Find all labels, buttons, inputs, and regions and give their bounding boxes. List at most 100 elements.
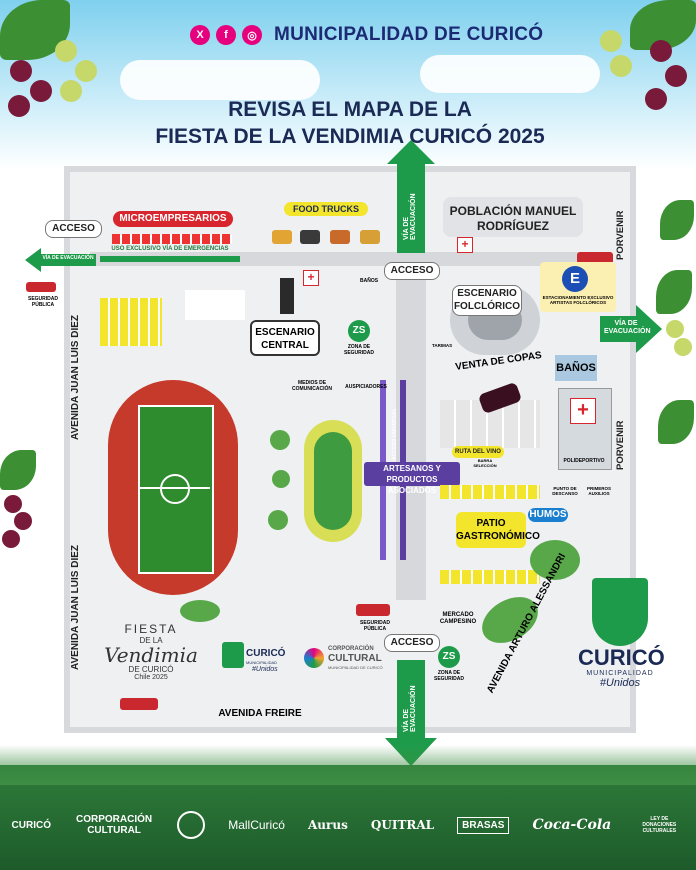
sponsor-mall: MallCuricó	[228, 818, 285, 832]
corp-line: CULTURAL	[328, 653, 382, 664]
stage-block	[280, 278, 294, 314]
tree	[530, 540, 580, 580]
poblacion-label: POBLACIÓN MANUEL RODRÍGUEZ	[449, 204, 577, 233]
sponsor-quitral: QUITRAL	[370, 818, 435, 832]
facebook-icon[interactable]: f	[216, 25, 236, 45]
fiesta-logo-line: FIESTA	[124, 622, 178, 636]
grapes-decoration-top-left	[0, 0, 120, 150]
primeros-auxilios-label: PRIMEROS AUXILIOS	[586, 486, 611, 496]
exit-arrow-bottom-shaft	[397, 660, 425, 740]
sponsor-brasas: BRASAS	[457, 816, 510, 834]
sponsor-aurus: Aurus	[307, 818, 348, 832]
curico-small-tag: #Unidos	[252, 666, 278, 673]
barra-seleccion-label: BARRA SELECCIÓN	[473, 458, 497, 468]
escenario-central-label: ESCENARIO CENTRAL	[250, 320, 320, 356]
corp-line: CORPORACIÓN	[328, 646, 374, 652]
punto-descanso-label: PUNTO DE DESCANSO	[552, 486, 578, 496]
instagram-icon[interactable]: ◎	[242, 25, 262, 45]
estacionamiento-label: ESTACIONAMIENTO EXCLUSIVO ARTISTAS FOLCL…	[542, 295, 614, 305]
humos-label: HUMOS	[528, 508, 568, 522]
sponsors-row: CURICÓ CORPORACIÓN CULTURAL MallCuricó A…	[0, 800, 696, 850]
zona-seguridad-label: ZONA DE SEGURIDAD	[343, 344, 374, 356]
curico-big-logo: CURICÓ MUNICIPALIDAD #Unidos	[578, 578, 665, 718]
artesanos-label: ARTESANOS Y PRODUCTOS ASOCIADOS	[364, 462, 460, 495]
porvenir-mid-label: PORVENIR	[615, 420, 626, 470]
porvenir-top-label: PORVENIR	[615, 210, 626, 260]
exit-arrow-top-shaft	[397, 163, 425, 253]
social-bar: X f ◎ MUNICIPALIDAD DE CURICÓ	[190, 22, 543, 48]
page-title: REVISA EL MAPA DE LA FIESTA DE LA VENDIM…	[140, 96, 560, 150]
acceso-top-label: ACCESO	[384, 262, 440, 280]
curico-shield-icon	[222, 642, 244, 668]
vine-decoration-right	[656, 200, 696, 500]
curico-small-sub: MUNICIPALIDAD	[246, 660, 278, 665]
food-truck-icon	[272, 230, 292, 244]
fiesta-logo-line: DE LA	[139, 636, 163, 645]
seguridad-bottom-label: SEGURIDAD PÚBLICA	[359, 620, 390, 632]
av-freire-label: AVENIDA FREIRE	[218, 708, 302, 719]
acceso-universal-label: ACCESO UNIVERSAL	[392, 408, 398, 460]
field-center-circle	[160, 474, 190, 504]
via-evac-top-label: VÍA DE EVACUACIÓN	[403, 193, 417, 240]
first-aid-icon: +	[303, 270, 319, 286]
police-car-icon	[26, 282, 56, 292]
ruta-vino-label: RUTA DEL VINO	[452, 446, 504, 458]
food-truck-icon	[330, 230, 350, 244]
football-field	[138, 405, 214, 574]
tarimas-label: TARIMAS	[432, 343, 453, 348]
curico-big-text: CURICÓ	[578, 645, 665, 670]
curico-big-tag: #Unidos	[599, 677, 641, 689]
mercado-label: MERCADO CAMPESINO	[439, 612, 477, 625]
microempresarios-stalls	[112, 234, 232, 244]
exit-arrow-right-icon	[636, 305, 662, 353]
acceso-left-label: ACCESO	[45, 220, 102, 238]
top-walkway	[90, 252, 590, 266]
x-icon[interactable]: X	[190, 25, 210, 45]
curico-small-logo: CURICÓ MUNICIPALIDAD #Unidos	[222, 642, 285, 682]
curico-big-shield-icon	[592, 578, 648, 646]
grapes-decoration-top-right	[590, 0, 696, 150]
polideportivo-label: POLIDEPORTIVO	[563, 458, 605, 464]
via-evac-bottom-label: VÍA DE EVACUACIÓN	[403, 685, 417, 732]
title-line-2: FIESTA DE LA VENDIMIA CURICÓ 2025	[155, 125, 545, 148]
tree	[268, 510, 288, 530]
exit-arrow-right-shaft	[600, 316, 638, 342]
zs-icon: ZS	[348, 320, 370, 342]
sponsor-corporacion: CORPORACIÓN CULTURAL	[76, 814, 153, 836]
zs-bottom-icon: ZS	[438, 646, 460, 668]
fiesta-logo-line: DE CURICÓ	[128, 665, 174, 674]
emergency-lane	[100, 256, 240, 262]
sponsor-curico: CURICÓ	[11, 819, 51, 831]
food-truck-icon	[300, 230, 320, 244]
fiesta-logo-line: Vendimia	[104, 643, 198, 667]
seguridad-left-label: SEGURIDAD PÚBLICA	[27, 296, 58, 308]
exit-arrow-left-shaft	[40, 254, 96, 266]
medios-label: MEDIOS DE COMUNICACIÓN	[292, 380, 332, 392]
first-aid-icon: +	[570, 398, 596, 424]
sponsor-ley-donaciones: LEY DE DONACIONES CULTURALES	[642, 816, 677, 834]
title-line-1: REVISA EL MAPA DE LA	[228, 98, 472, 121]
banos-label: BAÑOS	[555, 355, 597, 381]
sponsor-cocacola: Coca-Cola	[532, 817, 612, 833]
cloud	[120, 60, 320, 100]
tree	[180, 600, 220, 622]
hills	[0, 745, 696, 785]
sponsor-seal-icon	[177, 811, 206, 839]
emergency-lane-label: USO EXCLUSIVO VÍA DE EMERGENCIAS	[111, 246, 229, 252]
zona-seguridad-bottom-label: ZONA DE SEGURIDAD	[433, 670, 464, 682]
corp-line: MUNICIPALIDAD DE CURICÓ	[328, 665, 383, 670]
fiesta-logo-line: Chile 2025	[134, 674, 168, 681]
via-evac-right-label: VÍA DE EVACUACIÓN	[604, 320, 651, 335]
cloud	[420, 55, 600, 93]
corporacion-flower-icon	[304, 648, 324, 668]
police-car-icon	[577, 252, 613, 264]
food-trucks-label: FOOD TRUCKS	[284, 202, 368, 216]
food-stalls-top	[440, 485, 540, 499]
police-car-icon	[356, 604, 390, 616]
fiesta-vendimia-logo: FIESTA DE LA Vendimia DE CURICÓ Chile 20…	[96, 622, 206, 692]
police-car-icon	[120, 698, 158, 710]
exit-arrow-left-icon	[25, 248, 41, 272]
corporacion-cultural-logo: CORPORACIÓN CULTURAL MUNICIPALIDAD DE CU…	[304, 644, 384, 680]
grey-block	[185, 290, 245, 320]
first-aid-icon: +	[457, 237, 473, 253]
